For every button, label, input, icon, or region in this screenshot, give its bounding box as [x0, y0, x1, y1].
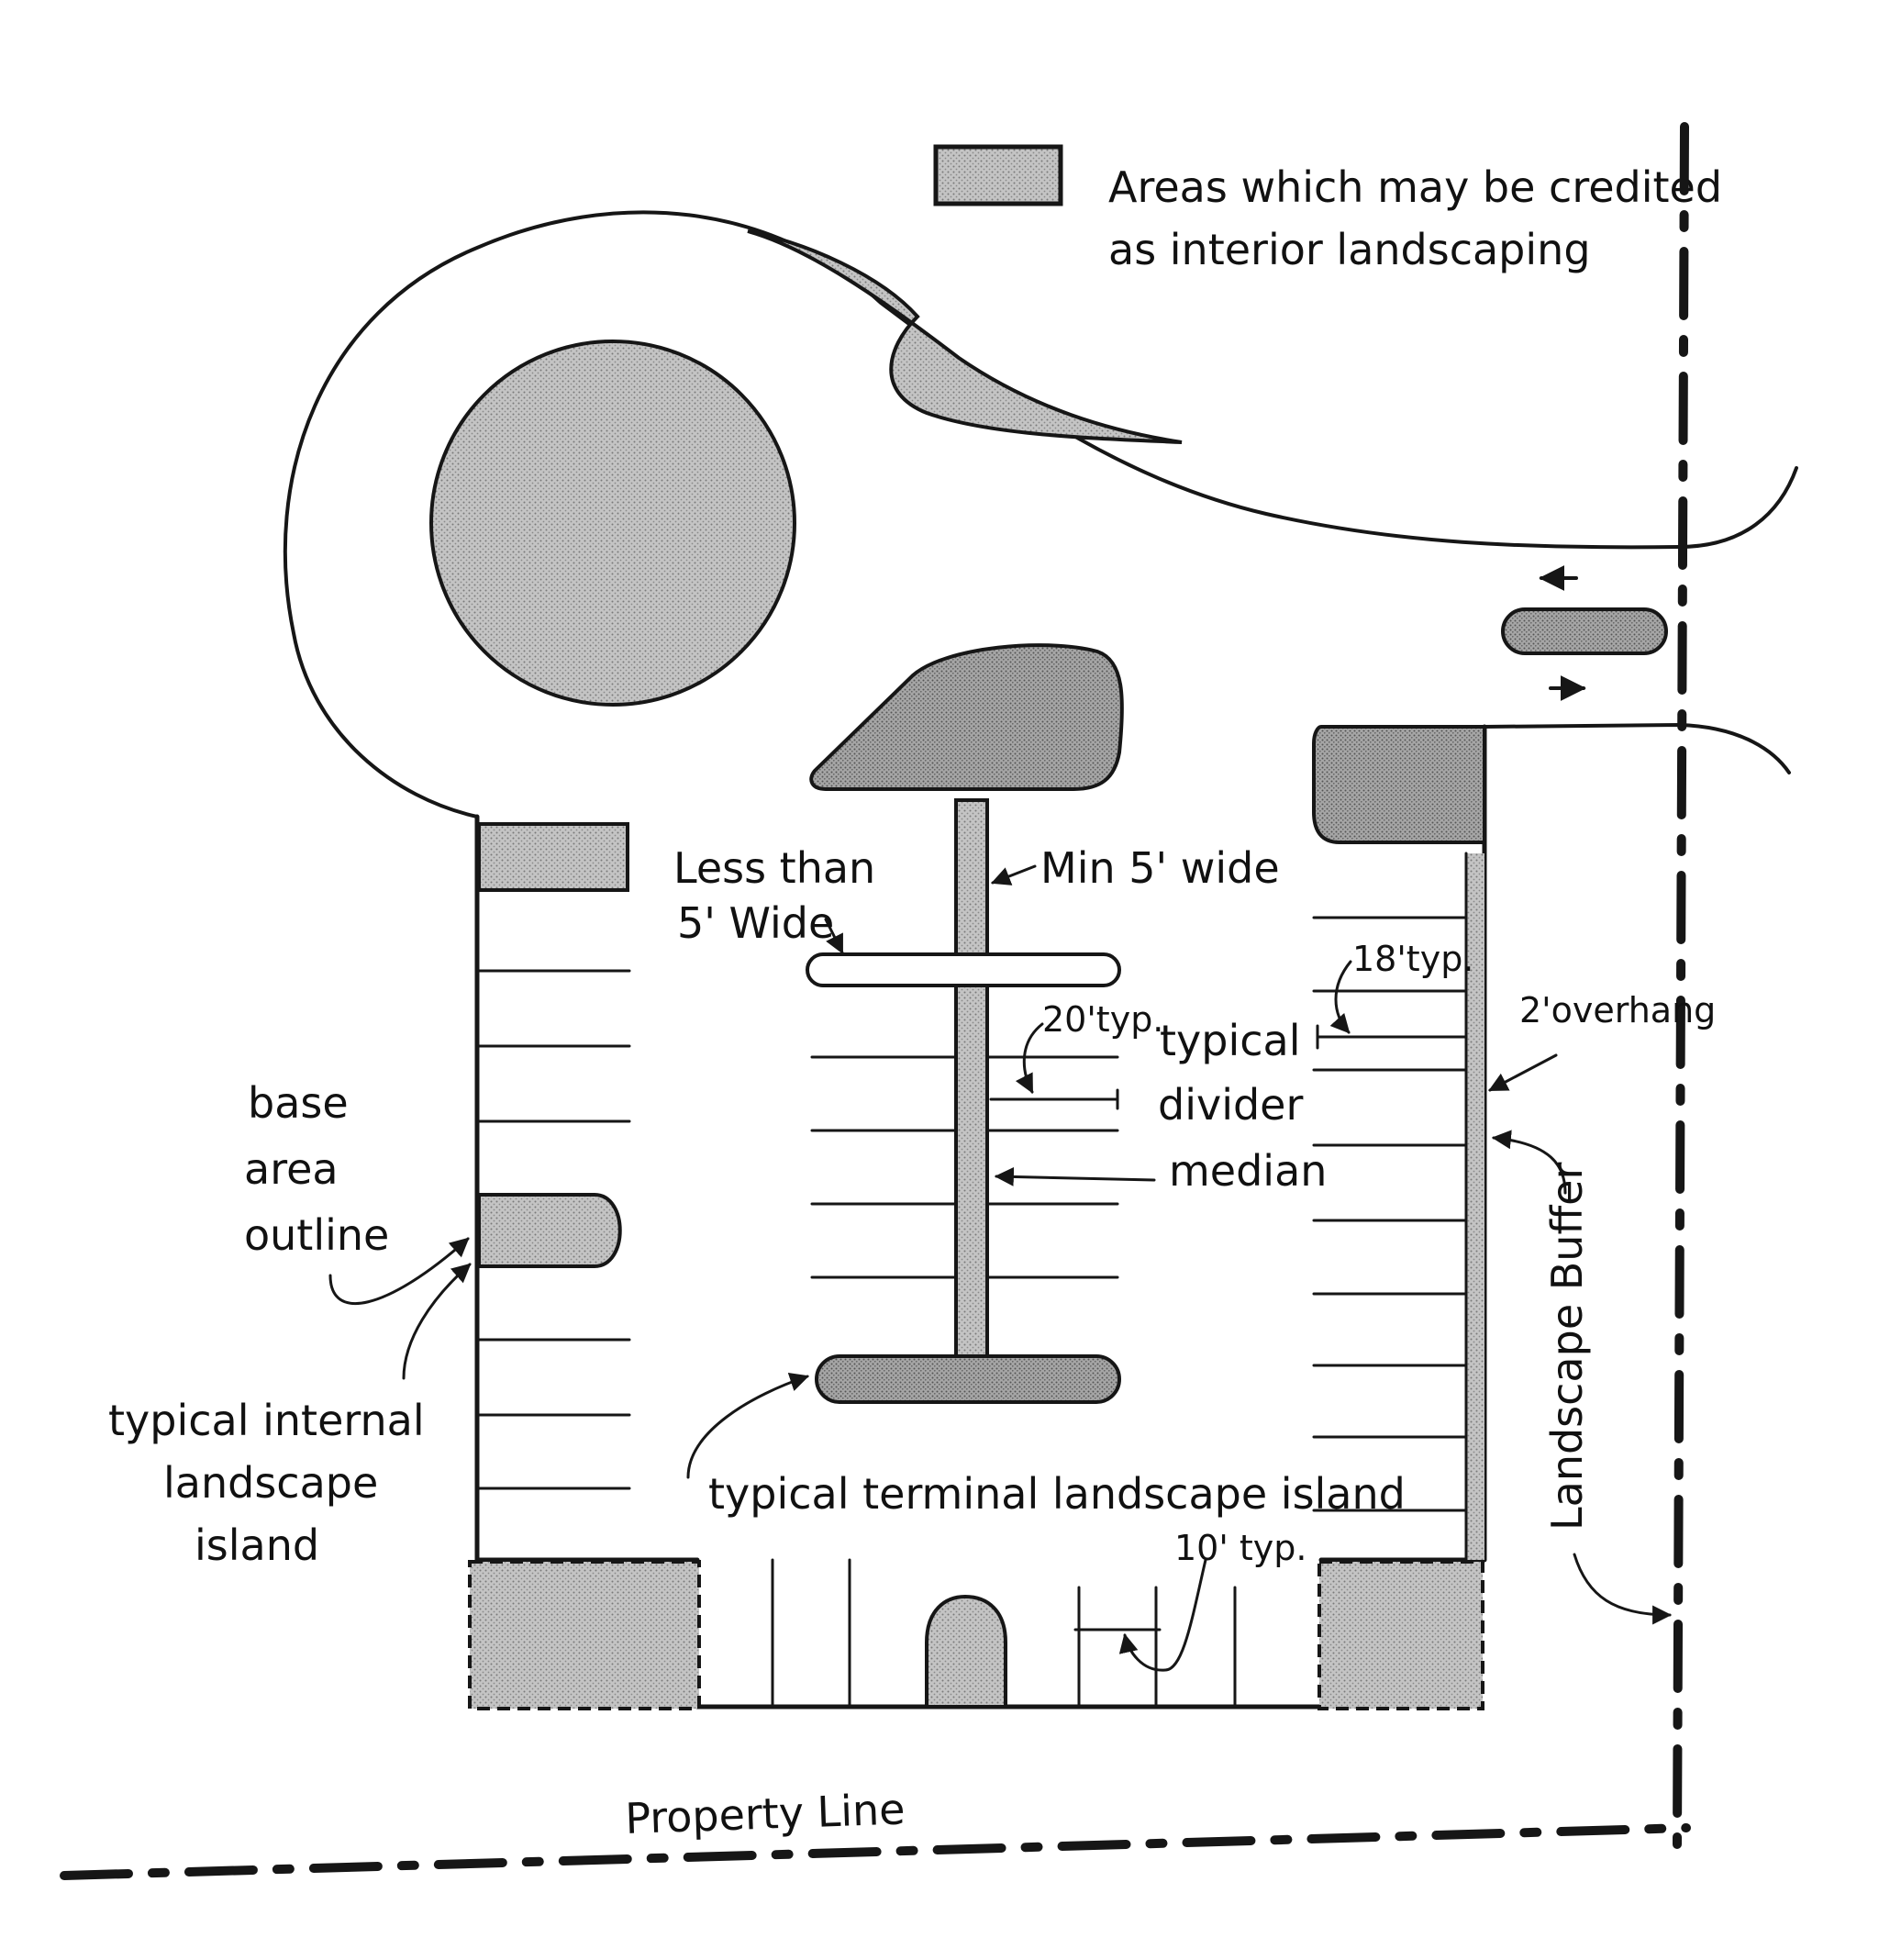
legend-text-line1: Areas which may be credited	[1108, 162, 1722, 212]
label-less-than-line2: 5' Wide	[677, 898, 834, 948]
min-width-arrow	[991, 864, 1037, 885]
entrance-median-island	[1501, 607, 1668, 655]
right-stall-lines	[1312, 916, 1468, 1512]
label-landscape-buffer: Landscape Buffer	[1542, 1163, 1592, 1531]
left-top-island	[477, 822, 629, 892]
property-line-bottom	[60, 1823, 1691, 1880]
label-typ-20: 20'typ.	[1042, 999, 1163, 1040]
label-divider-line3: median	[1169, 1146, 1327, 1196]
bottom-terminal-island	[815, 1354, 1121, 1404]
label-divider-line2: divider	[1158, 1080, 1303, 1130]
label-internal-line3: island	[195, 1520, 319, 1570]
bottom-right-island	[1318, 1560, 1484, 1710]
label-base-line1: base	[248, 1078, 349, 1128]
label-internal-line2: landscape	[163, 1458, 378, 1508]
label-base-line2: area	[244, 1144, 339, 1194]
divider-arrow	[994, 1166, 1156, 1186]
top-terminal-island	[809, 643, 1124, 791]
divider-median	[954, 798, 989, 1358]
left-stall-lines	[475, 969, 631, 1490]
internal-island-arrow	[402, 1263, 472, 1380]
terminal-arrow	[686, 1373, 809, 1479]
entrance-edge-bottom	[1483, 723, 1791, 774]
drive-loop-outline	[283, 210, 1681, 819]
bottom-stall-lines	[771, 1558, 1237, 1709]
right-top-island	[1312, 725, 1486, 844]
label-typ-18: 18'typ.	[1352, 939, 1473, 979]
label-terminal: typical terminal landscape island	[708, 1469, 1406, 1519]
legend-text-line2: as interior landscaping	[1108, 225, 1591, 274]
typ-20-arrow	[1015, 1022, 1044, 1094]
buffer-arrow-bottom	[1573, 1553, 1673, 1625]
typ-18-dimension	[1316, 1024, 1468, 1050]
label-divider-line1: typical	[1160, 1016, 1301, 1065]
overhang-arrow	[1488, 1053, 1558, 1092]
base-outline-arrow	[328, 1237, 470, 1305]
label-overhang: 2'overhang	[1519, 990, 1716, 1030]
label-typ-10: 10' typ.	[1174, 1528, 1306, 1568]
label-base-line3: outline	[244, 1210, 389, 1260]
left-internal-island	[477, 1193, 622, 1268]
circle-island	[429, 340, 796, 707]
overhang-strip	[1466, 853, 1484, 1560]
typ-20-dimension	[989, 1088, 1119, 1110]
narrow-island	[806, 952, 1121, 987]
label-property-line: Property Line	[624, 1784, 906, 1843]
entrance-curve-top	[1677, 466, 1798, 549]
loop-wedge-shade	[747, 229, 1183, 444]
legend-swatch	[933, 144, 1063, 206]
typ-10-arrow	[1118, 1558, 1207, 1672]
label-internal-line1: typical internal	[108, 1396, 425, 1445]
bottom-left-island	[468, 1560, 701, 1710]
typ-18-arrow	[1329, 960, 1352, 1034]
label-min-width: Min 5' wide	[1040, 843, 1280, 893]
less-than-arrow	[824, 918, 844, 954]
buffer-arrow-top	[1491, 1130, 1567, 1195]
label-less-than-line1: Less than	[673, 843, 875, 893]
property-line-right	[1673, 122, 1689, 1849]
bottom-center-island	[925, 1594, 1007, 1709]
center-stall-lines	[810, 1055, 1119, 1279]
